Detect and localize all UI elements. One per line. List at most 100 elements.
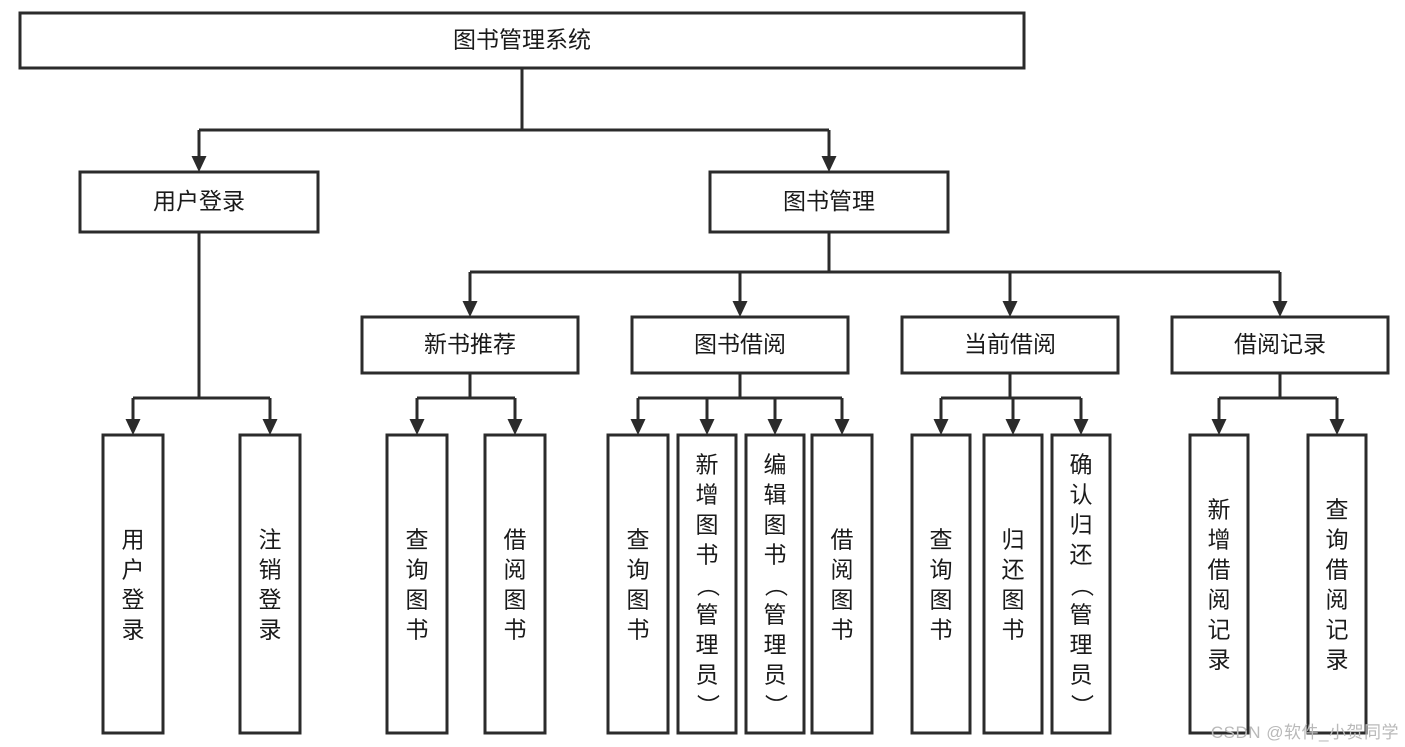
node-label-char: 归 (1070, 511, 1093, 537)
node-box[interactable] (78, 170, 320, 234)
node-label-char: 录 (122, 616, 145, 642)
node-label-char: 借 (1326, 556, 1349, 582)
connector-group-borrow-record (1211, 373, 1345, 435)
node-box[interactable] (900, 315, 1120, 375)
node-label-char: （ (763, 574, 789, 597)
node-label-char: ） (1069, 694, 1095, 717)
node-label-char: 理 (764, 631, 787, 657)
node-book-borrow[interactable]: 图书借阅 (630, 315, 850, 375)
node-box[interactable] (101, 433, 165, 735)
arrow-head-icon (732, 301, 748, 317)
node-box[interactable] (238, 433, 302, 735)
node-label-char: 录 (1326, 646, 1349, 672)
node-label-char: 查 (930, 526, 953, 552)
node-label-char: 录 (259, 616, 282, 642)
node-label: 借阅记录 (1234, 331, 1326, 357)
arrow-head-icon (507, 419, 523, 435)
node-label-char: 询 (406, 556, 429, 582)
connector-group-current-borrow (933, 373, 1089, 435)
node-label-char: 图 (406, 586, 429, 612)
node-box[interactable] (982, 433, 1044, 735)
node-label: 新书推荐 (424, 331, 516, 357)
node-label-char: （ (695, 574, 721, 597)
node-label-char: 询 (1326, 526, 1349, 552)
node-box[interactable] (606, 433, 670, 735)
node-label-char: 查 (1326, 496, 1349, 522)
arrow-head-icon (630, 419, 646, 435)
node-label-char: 询 (930, 556, 953, 582)
node-label-char: 记 (1208, 616, 1231, 642)
node-box[interactable] (1170, 315, 1390, 375)
node-box[interactable] (676, 433, 738, 735)
node-layer: 图书管理系统用户登录图书管理新书推荐图书借阅当前借阅借阅记录用户登录注销登录查询… (18, 11, 1390, 735)
node-new-book-recommend[interactable]: 新书推荐 (360, 315, 580, 375)
node-label-char: 注 (259, 526, 282, 552)
node-label-char: 登 (122, 586, 145, 612)
node-label-char: 图 (831, 586, 854, 612)
node-label-char: 书 (696, 541, 719, 567)
arrow-head-icon (1329, 419, 1345, 435)
node-current-borrow[interactable]: 当前借阅 (900, 315, 1120, 375)
node-box[interactable] (1188, 433, 1250, 735)
arrow-head-icon (462, 301, 478, 317)
arrow-head-icon (1073, 419, 1089, 435)
node-root[interactable]: 图书管理系统 (18, 11, 1026, 70)
node-label-char: 阅 (831, 556, 854, 582)
node-label-char: 用 (122, 526, 145, 552)
node-label: 图书管理系统 (453, 27, 591, 53)
arrow-head-icon (933, 419, 949, 435)
node-box[interactable] (910, 433, 972, 735)
arrow-head-icon (1272, 301, 1288, 317)
node-box[interactable] (360, 315, 580, 375)
node-label-char: 认 (1070, 481, 1093, 507)
node-label-char: 理 (1070, 631, 1093, 657)
connector-group-root (191, 68, 837, 172)
node-label-char: （ (1069, 574, 1095, 597)
node-label-char: 查 (627, 526, 650, 552)
node-label-char: 理 (696, 631, 719, 657)
node-box[interactable] (630, 315, 850, 375)
node-label-char: 阅 (504, 556, 527, 582)
node-borrow-record[interactable]: 借阅记录 (1170, 315, 1390, 375)
node-label-char: 归 (1002, 526, 1025, 552)
node-label-char: ） (763, 694, 789, 717)
node-label-char: 员 (696, 661, 719, 687)
node-leaf-user-login[interactable]: 用户登录 (101, 433, 165, 735)
node-box[interactable] (1050, 433, 1112, 735)
node-user-login[interactable]: 用户登录 (78, 170, 320, 234)
arrow-head-icon (1211, 419, 1227, 435)
node-box[interactable] (385, 433, 449, 735)
arrow-head-icon (699, 419, 715, 435)
node-book-manage[interactable]: 图书管理 (708, 170, 950, 234)
node-label-char: 增 (1208, 526, 1231, 552)
node-box[interactable] (708, 170, 950, 234)
node-label-char: 新 (696, 451, 719, 477)
node-box[interactable] (18, 11, 1026, 70)
node-box[interactable] (483, 433, 547, 735)
node-label-char: 编 (764, 451, 787, 477)
node-label-char: 书 (406, 616, 429, 642)
node-label-char: 书 (627, 616, 650, 642)
node-box[interactable] (744, 433, 806, 735)
node-box[interactable] (1306, 433, 1368, 735)
node-box[interactable] (810, 433, 874, 735)
arrow-head-icon (125, 419, 141, 435)
node-label-char: 图 (627, 586, 650, 612)
node-label-char: 书 (504, 616, 527, 642)
arrow-head-icon (191, 156, 207, 172)
node-label-char: 辑 (764, 481, 787, 507)
node-label-char: 借 (1208, 556, 1231, 582)
